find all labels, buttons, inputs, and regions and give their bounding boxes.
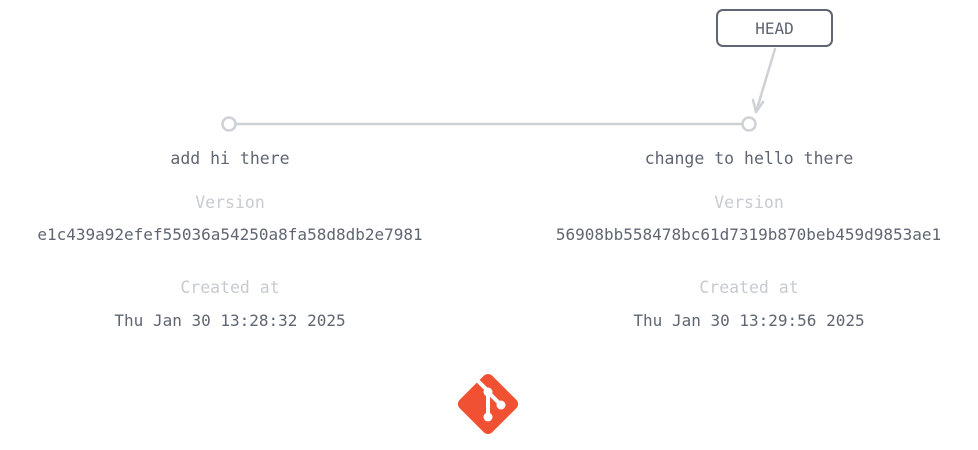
git-logo-icon: [457, 373, 519, 435]
created-at-label: Created at: [699, 278, 799, 297]
version-label: Version: [714, 193, 784, 212]
commit-message: add hi there: [170, 149, 290, 168]
commit-node[interactable]: [741, 116, 757, 132]
head-tag[interactable]: HEAD: [716, 9, 833, 47]
created-at-label: Created at: [180, 278, 280, 297]
version-hash: e1c439a92efef55036a54250a8fa58d8db2e7981: [37, 225, 423, 244]
created-at-value: Thu Jan 30 13:28:32 2025: [114, 311, 346, 330]
commit-message: change to hello there: [644, 149, 854, 168]
created-at-value: Thu Jan 30 13:29:56 2025: [633, 311, 865, 330]
version-label: Version: [195, 193, 265, 212]
version-hash: 56908bb558478bc61d7319b870beb459d9853ae1: [555, 225, 942, 244]
commit-node[interactable]: [221, 116, 237, 132]
head-pointer-arrow: [751, 47, 777, 114]
